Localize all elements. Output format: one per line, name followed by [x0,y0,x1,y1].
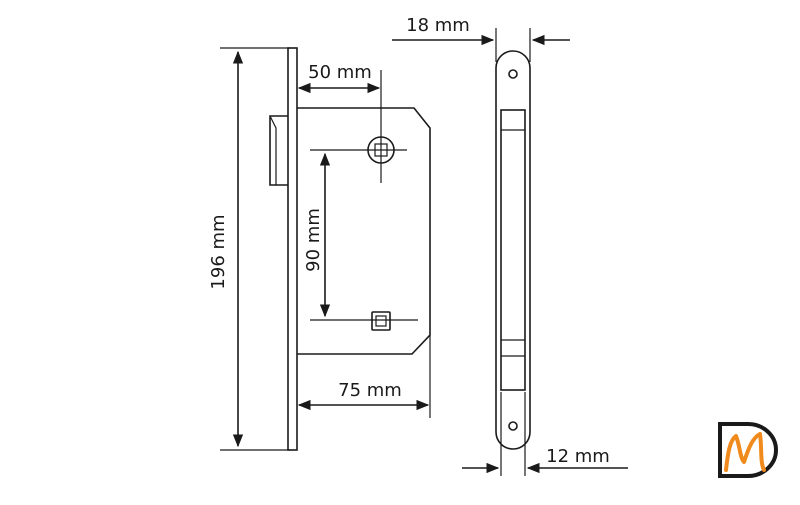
label-spacing: 90 mm [303,208,324,272]
dim-faceplate-width: 18 mm [392,15,570,62]
lock-body [297,107,431,355]
dim-body-depth: 75 mm [297,335,431,418]
label-faceplate-width: 18 mm [406,15,470,36]
front-body [500,109,526,391]
faceplate [287,47,298,451]
screw-hole-bottom [508,421,518,431]
latch-tongue [269,115,288,186]
brand-logo [718,422,778,478]
label-body-thickness: 12 mm [546,446,610,467]
screw-hole-top [508,69,518,79]
dim-body-thickness: 12 mm [462,392,628,476]
cylinder-hole [310,311,418,331]
spindle-hole [310,124,407,183]
lock-side-view [269,47,431,451]
dim-spacing: 90 mm [303,152,331,318]
label-backset: 50 mm [308,62,372,83]
lock-front-view [495,50,531,450]
dim-height-total: 196 mm [208,47,290,451]
label-height-total: 196 mm [208,214,229,289]
front-faceplate [495,50,531,450]
label-body-depth: 75 mm [338,380,402,401]
dim-backset: 50 mm [297,62,382,124]
